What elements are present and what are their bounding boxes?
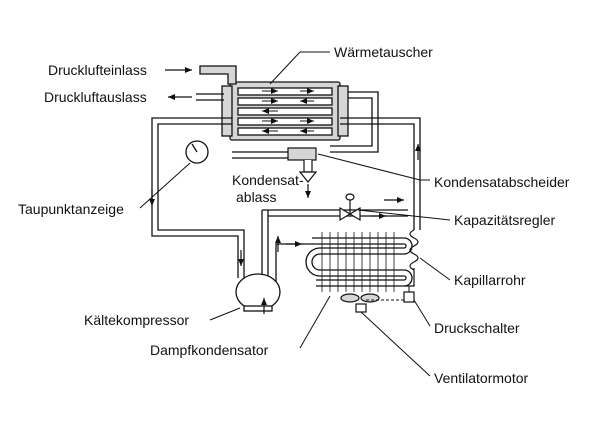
inlet-pipe	[199, 65, 237, 85]
leader-kondensatabscheider	[317, 153, 421, 181]
leader-kapazitaetsregler	[357, 209, 451, 221]
outlet-pipe	[196, 93, 224, 101]
label-dampfkondensator: Dampfkondensator	[150, 342, 269, 358]
label-druckluftauslass: Druckluftauslass	[44, 89, 147, 105]
compressor	[235, 273, 281, 312]
flow-arrows	[149, 144, 421, 314]
label-kaeltekompressor: Kältekompressor	[84, 312, 190, 328]
heat-exchanger	[221, 81, 349, 141]
label-kapillarrohr: Kapillarrohr	[454, 272, 526, 288]
exchanger-flow-arrows	[262, 88, 314, 134]
dewpoint-gauge	[185, 140, 209, 164]
label-kondensat-1: Kondensat-	[232, 172, 304, 188]
leader-waermetauscher	[269, 51, 301, 85]
capillary-tube	[404, 229, 419, 287]
exchanger-return-loop	[330, 91, 379, 153]
leader-dampfkondensator	[299, 295, 331, 349]
label-drucklufteinlass: Drucklufteinlass	[48, 62, 147, 78]
label-ventilatormotor: Ventilatormotor	[434, 370, 529, 386]
label-kondensatabscheider: Kondensatabscheider	[434, 174, 570, 190]
pressure-switch	[403, 291, 415, 303]
label-druckschalter: Druckschalter	[434, 320, 520, 336]
label-kapazitaetsregler: Kapazitätsregler	[454, 212, 556, 228]
leader-kaeltekompressor	[209, 307, 241, 321]
leader-druckschalter	[413, 299, 431, 327]
label-kondensat-2: ablass	[236, 189, 277, 205]
label-taupunktanzeige: Taupunktanzeige	[18, 201, 124, 217]
condenser-fins	[321, 232, 395, 292]
condenser-coil	[305, 237, 413, 287]
label-waermetauscher: Wärmetauscher	[334, 44, 433, 60]
condensate-separator	[287, 147, 318, 183]
leader-taupunkt	[139, 162, 191, 209]
fan	[340, 293, 380, 313]
capacity-regulator-valve	[339, 193, 361, 222]
leader-kapillarrohr	[419, 257, 451, 281]
leader-ventilatormotor	[360, 311, 431, 377]
inlet-outlet-arrows	[165, 67, 192, 100]
